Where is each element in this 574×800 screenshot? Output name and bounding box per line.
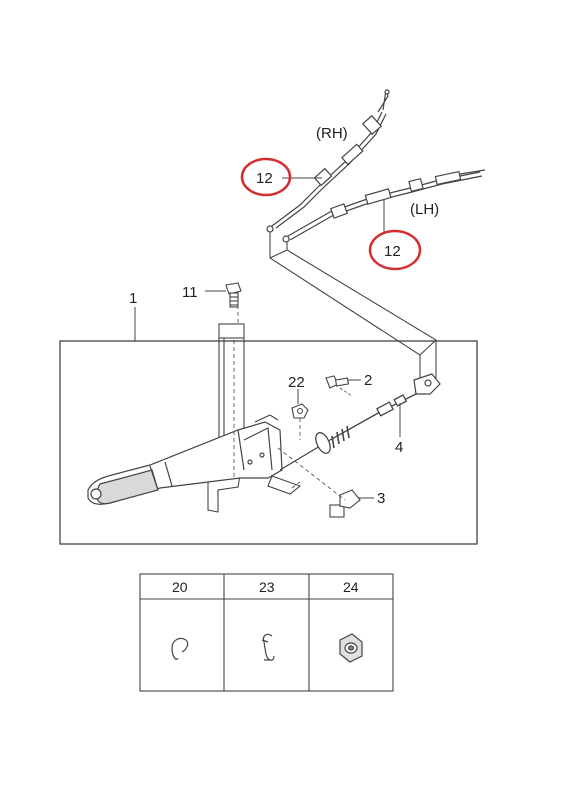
- switch-3-icon: [329, 489, 361, 518]
- cable-routing-guide: [269, 232, 437, 378]
- front-cable-4: [279, 391, 421, 471]
- callout-12-rh: 12: [256, 170, 273, 187]
- highlight-circle-rh: [240, 157, 292, 197]
- table-header-24: 24: [343, 579, 359, 595]
- label-rh: (RH): [316, 125, 348, 142]
- assembly-dash-lines: [233, 305, 346, 501]
- nut-22-icon: [291, 403, 309, 419]
- callout-11: 11: [182, 284, 198, 301]
- table-header-23: 23: [259, 579, 275, 595]
- rear-cable-rh: [266, 89, 390, 233]
- leader-2-dash: [339, 387, 353, 397]
- callout-3: 3: [377, 490, 385, 507]
- table-header-20: 20: [172, 579, 188, 595]
- bolt-11-icon: [225, 282, 242, 308]
- highlight-circle-lh: [368, 229, 422, 271]
- nut-24-icon: [339, 633, 363, 663]
- rear-cable-lh: [282, 169, 486, 243]
- mounting-bracket: [207, 323, 245, 513]
- spring-clip-23-icon: [261, 633, 275, 661]
- callout-2: 2: [364, 372, 372, 389]
- callout-22: 22: [288, 374, 305, 391]
- equalizer-icon: [413, 373, 441, 395]
- callout-1: 1: [129, 290, 137, 307]
- bolt-2-icon: [325, 375, 350, 389]
- legend-table: [139, 573, 394, 692]
- lever-base-plate: [267, 475, 302, 495]
- hand-brake-lever: [87, 414, 283, 505]
- clip-20-icon: [171, 637, 189, 660]
- label-lh: (LH): [410, 201, 439, 218]
- assembly-frame: [59, 340, 478, 545]
- callout-12-lh: 12: [384, 243, 401, 260]
- callout-4: 4: [395, 439, 403, 456]
